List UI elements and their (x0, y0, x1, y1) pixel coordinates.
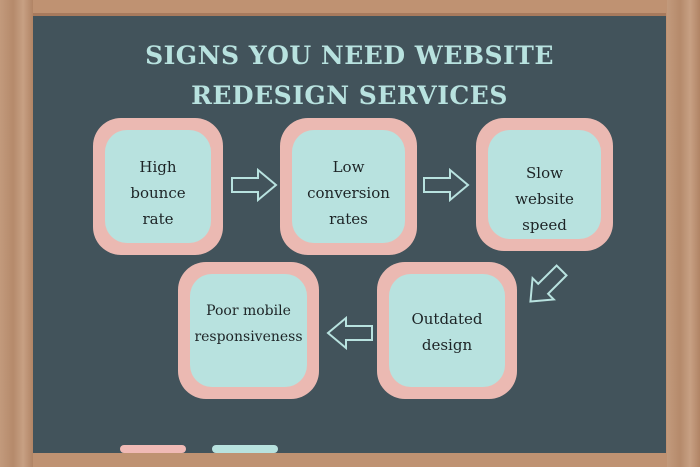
step-box-4: Outdated design (377, 262, 517, 399)
step-box-1: High bounce rate (93, 118, 223, 255)
step-label-2: Low conversion rates (292, 130, 405, 243)
teal-chalk (212, 445, 278, 453)
step-label-5: Poor mobile responsiveness (190, 274, 307, 387)
step-box-5: Poor mobile responsiveness (178, 262, 319, 399)
frame-right (667, 0, 700, 467)
step-label-3: Slow website speed (488, 130, 601, 239)
title: SIGNS YOU NEED WEBSITE REDESIGN SERVICES (33, 36, 666, 116)
pink-chalk (120, 445, 186, 453)
arrow-right-icon (231, 168, 278, 202)
step-box-2: Low conversion rates (280, 118, 417, 255)
title-line-2: REDESIGN SERVICES (191, 81, 508, 110)
arrow-left-icon (326, 316, 373, 350)
title-line-1: SIGNS YOU NEED WEBSITE (145, 41, 554, 70)
step-label-4: Outdated design (389, 274, 505, 387)
step-label-1: High bounce rate (105, 130, 211, 243)
step-box-3: Slow website speed (476, 118, 613, 251)
arrow-right-icon (423, 168, 470, 202)
frame-left (0, 0, 33, 467)
arrow-down-left-icon (529, 264, 568, 303)
